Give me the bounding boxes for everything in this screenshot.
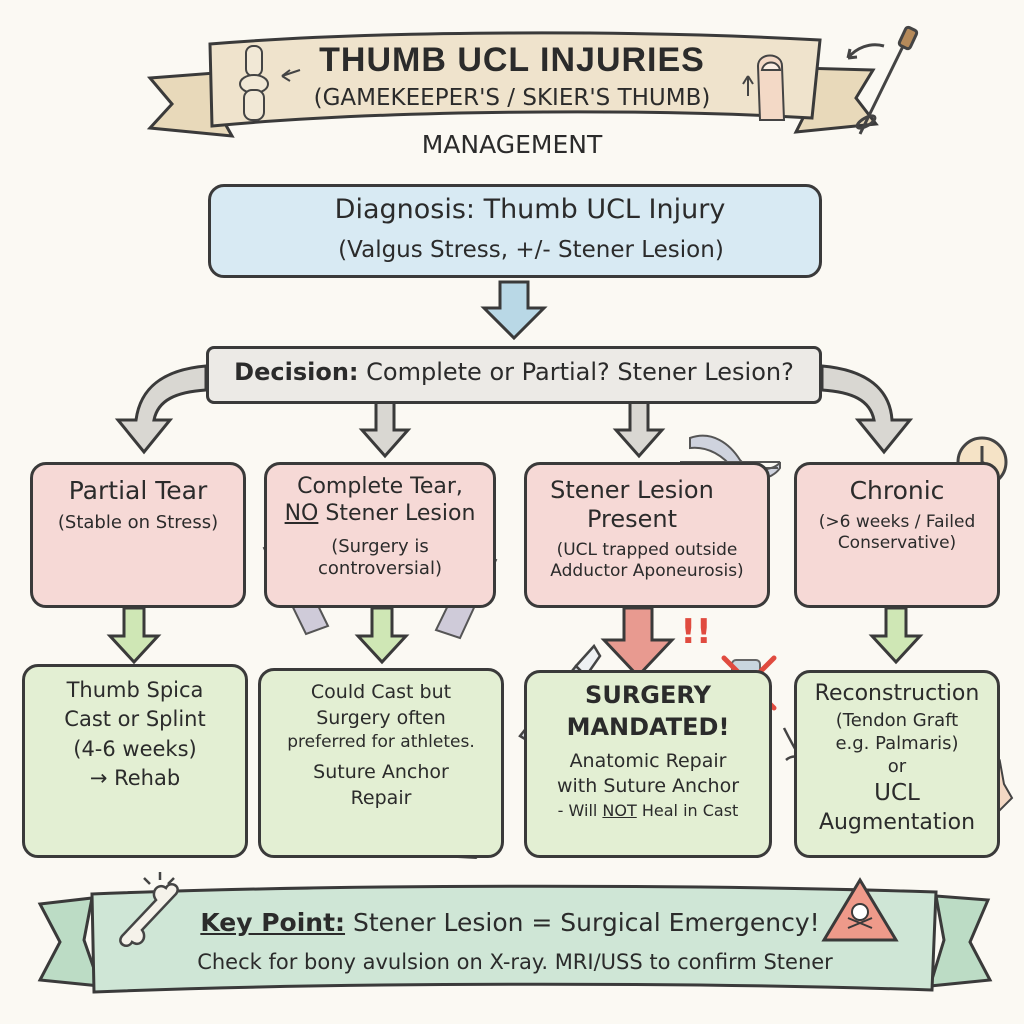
treatment-partial-1: Thumb Spica bbox=[66, 678, 204, 702]
branch-partial-note: (Stable on Stress) bbox=[57, 512, 219, 533]
keypoint-line-2: Check for bony avulsion on X-ray. MRI/US… bbox=[197, 950, 833, 974]
treatment-complete-3: preferred for athletes. bbox=[287, 732, 475, 753]
thumb-joint-icon bbox=[239, 45, 301, 121]
branch-chronic bbox=[794, 462, 1000, 608]
branch-stener-lesion bbox=[524, 462, 770, 608]
branch-complete-title-rest: Stener Lesion bbox=[318, 500, 476, 526]
treatment-partial bbox=[22, 664, 248, 858]
branch-complete-note: (Surgery is controversial) bbox=[264, 536, 496, 580]
bone-icon bbox=[119, 872, 179, 947]
treatment-complete-text: Could Cast but Surgery often preferred f… bbox=[258, 680, 504, 812]
title-line-2: (GAMEKEEPER'S / SKIER'S THUMB) bbox=[313, 85, 711, 111]
treatment-complete bbox=[258, 668, 504, 858]
diagnosis-box bbox=[208, 184, 822, 278]
treatment-complete-1: Could Cast but bbox=[310, 681, 452, 703]
treatment-chronic-2: (Tendon Graft bbox=[835, 709, 959, 731]
keypoint-text: Stener Lesion = Surgical Emergency! bbox=[345, 908, 820, 937]
treatment-chronic-1: Reconstruction bbox=[814, 681, 980, 706]
treatment-complete-4: Suture Anchor bbox=[313, 761, 449, 784]
keypoint-banner bbox=[37, 884, 993, 994]
branch-partial-tear bbox=[30, 462, 246, 608]
decision-question: Complete or Partial? Stener Lesion? bbox=[366, 358, 794, 386]
treatment-partial-4: → Rehab bbox=[89, 766, 181, 791]
treatment-stener-text: SURGERY MANDATED! Anatomic Repair with S… bbox=[524, 680, 772, 821]
branch-complete-title-1: Complete Tear, bbox=[297, 474, 463, 499]
treatment-chronic-text: Reconstruction (Tendon Graft e.g. Palmar… bbox=[794, 680, 1000, 837]
treatment-stener-5: - Will NOT Heal in Cast bbox=[524, 800, 772, 821]
treatment-stener-3: Anatomic Repair bbox=[569, 750, 727, 773]
decision-text: Decision: Complete or Partial? Stener Le… bbox=[210, 358, 818, 387]
treatment-chronic-3: e.g. Palmaris) bbox=[835, 732, 959, 754]
decision-label: Decision: bbox=[234, 358, 359, 386]
branch-complete-title: Complete Tear, NO Stener Lesion bbox=[264, 474, 496, 528]
treatment-complete-5: Repair bbox=[350, 786, 412, 809]
skull-warning-icon bbox=[821, 877, 899, 942]
branch-partial-title: Partial Tear bbox=[68, 476, 208, 505]
treatment-stener-2: MANDATED! bbox=[566, 712, 730, 741]
branch-stener-title-2: Present bbox=[586, 505, 678, 534]
branch-chronic-title: Chronic bbox=[849, 476, 945, 505]
treatment-stener-4: with Suture Anchor bbox=[556, 775, 740, 798]
arrows-decision-branches bbox=[114, 364, 914, 459]
branch-complete-note-2: controversial) bbox=[318, 557, 442, 579]
arrows-branches-treatments bbox=[106, 606, 924, 665]
title-line-3: MANAGEMENT bbox=[421, 130, 603, 159]
thumb-icon bbox=[742, 54, 786, 121]
title-banner bbox=[146, 31, 879, 138]
diagnosis-subtitle: (Valgus Stress, +/- Stener Lesion) bbox=[338, 237, 724, 263]
branch-stener-note-1: (UCL trapped outside bbox=[556, 540, 738, 560]
branch-complete-title-2: NO Stener Lesion bbox=[264, 501, 496, 528]
branch-stener-title: Stener Lesion Present bbox=[524, 476, 740, 535]
branch-stener-title-1: Stener Lesion bbox=[550, 476, 714, 504]
treatment-partial-3: (4-6 weeks) bbox=[73, 736, 197, 761]
treatment-stener-5c: Heal in Cast bbox=[636, 800, 739, 820]
branch-complete-note-1: (Surgery is bbox=[331, 536, 429, 557]
branch-stener-note: (UCL trapped outside Adductor Aponeurosi… bbox=[524, 540, 770, 581]
branch-chronic-note-2: Conservative) bbox=[837, 532, 957, 553]
decision-box bbox=[206, 346, 822, 404]
treatment-stener-not: NOT bbox=[602, 800, 637, 820]
treatment-chronic bbox=[794, 670, 1000, 858]
keypoint-line-1: Key Point: Stener Lesion = Surgical Emer… bbox=[150, 908, 870, 939]
stener-alert: !! bbox=[680, 612, 712, 652]
branch-complete-tear bbox=[264, 462, 496, 608]
branch-stener-note-2: Adductor Aponeurosis) bbox=[550, 560, 744, 581]
treatment-stener-1: SURGERY bbox=[585, 681, 711, 709]
treatment-chronic-6: Augmentation bbox=[818, 809, 976, 835]
branch-chronic-note-1: (>6 weeks / Failed bbox=[818, 512, 976, 532]
arrow-diagnosis-decision bbox=[480, 280, 548, 341]
ski-pole-icon bbox=[846, 25, 919, 135]
treatment-stener-5a: - Will bbox=[557, 800, 603, 820]
treatment-chronic-5: UCL bbox=[874, 779, 920, 806]
treatment-stener bbox=[524, 670, 772, 858]
red-arrow-stener bbox=[600, 606, 676, 679]
diagnosis-title: Diagnosis: Thumb UCL Injury bbox=[334, 194, 726, 225]
treatment-chronic-4: or bbox=[887, 756, 907, 778]
keypoint-label: Key Point: bbox=[200, 908, 346, 937]
treatment-complete-2: Surgery often bbox=[316, 706, 446, 729]
branch-chronic-note: (>6 weeks / Failed Conservative) bbox=[794, 512, 1000, 553]
branch-complete-no: NO bbox=[284, 500, 319, 526]
treatment-partial-2: Cast or Splint bbox=[64, 707, 206, 732]
treatment-partial-text: Thumb Spica Cast or Splint (4-6 weeks) →… bbox=[22, 676, 248, 794]
title-line-1: THUMB UCL INJURIES bbox=[319, 41, 705, 79]
